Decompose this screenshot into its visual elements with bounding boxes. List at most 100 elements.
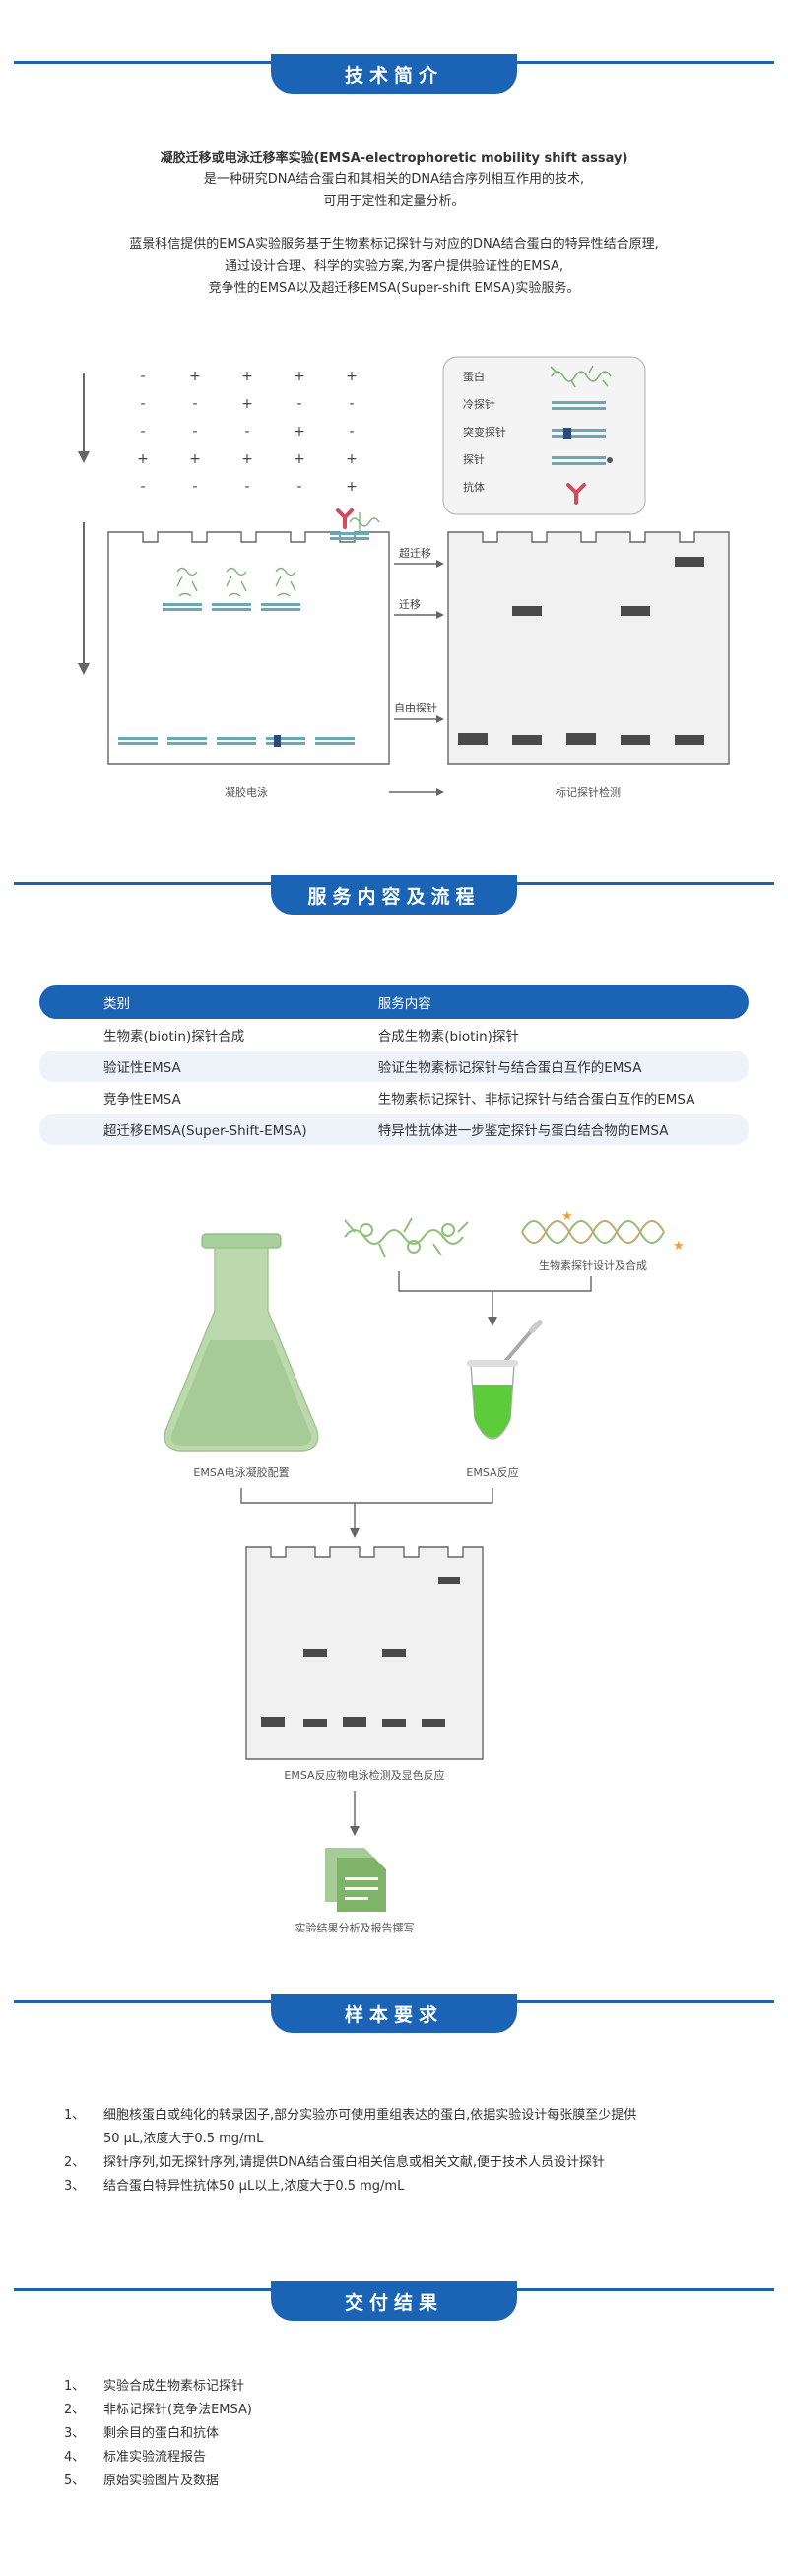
flask-icon [164, 1233, 319, 1452]
down-arrow-icon [350, 1791, 360, 1836]
star-icon: ★ [673, 1239, 685, 1254]
list-number: 1、 [64, 2108, 86, 2123]
grid-symbol: + [294, 451, 305, 467]
grid-symbol: + [346, 479, 358, 495]
probe-label: 生物素探针设计及合成 [539, 1258, 647, 1272]
flow-gel [245, 1546, 484, 1760]
band [512, 606, 542, 616]
intro-line: 通过设计合理、科学的实验方案,为客户提供验证性的EMSA, [224, 259, 564, 274]
flask-label: EMSA电泳凝胶配置 [193, 1465, 289, 1479]
probe-icon [552, 456, 613, 465]
intro-line: 竞争性的EMSA以及超迁移EMSA(Super-shift EMSA)实验服务。 [208, 281, 580, 296]
grid-symbol: - [140, 479, 145, 495]
table-cell: 生物素标记探针、非标记探针与结合蛋白互作的EMSA [377, 1092, 695, 1108]
grid-symbol: - [296, 396, 301, 412]
flow-diagram: ★ ★ 生物素探针设计及合成 EMSA反应 EMSA电泳凝胶配置 [164, 1209, 685, 1934]
list-text: 细胞核蛋白或纯化的转录因子,部分实验亦可使用重组表达的蛋白,依据实验设计每张膜至… [103, 2108, 637, 2123]
list-number: 4、 [64, 2450, 86, 2465]
tube-icon [467, 1360, 518, 1440]
grid-symbol: - [192, 479, 197, 495]
star-icon: ★ [561, 1209, 573, 1224]
intro-line: 可用于定性和定量分析。 [323, 194, 465, 209]
right-arrow-icon [389, 560, 444, 796]
table-cell: 合成生物素(biotin)探针 [377, 1029, 519, 1045]
legend-antibody: 抗体 [463, 480, 485, 494]
list-number: 3、 [64, 2426, 86, 2441]
gel-label: EMSA反应物电泳检测及显色反应 [284, 1768, 444, 1782]
band [675, 735, 704, 745]
table-cell: 超迁移EMSA(Super-Shift-EMSA) [39, 1114, 349, 1145]
gel-bands [458, 557, 704, 745]
list-item: 1、 细胞核蛋白或纯化的转录因子,部分实验亦可使用重组表达的蛋白,依据实验设计每张… [64, 2104, 636, 2128]
pipette-icon [500, 1320, 543, 1367]
band [458, 733, 488, 745]
intro-text-2: 蓝景科信提供的EMSA实验服务基于生物素标记探针与对应的DNA结合蛋白的特异性结… [0, 235, 788, 300]
table-cell: 验证生物素标记探针与结合蛋白互作的EMSA [348, 1051, 749, 1082]
table-row: 验证性EMSA 验证生物素标记探针与结合蛋白互作的EMSA [39, 1051, 749, 1082]
table-cell: 竞争性EMSA [103, 1092, 181, 1108]
legend-protein: 蛋白 [463, 370, 485, 383]
protein-icon [550, 365, 612, 388]
list-text: 50 μL,浓度大于0.5 mg/mL [103, 2132, 264, 2146]
grid-symbol: - [349, 424, 354, 440]
list-text: 结合蛋白特异性抗体50 μL以上,浓度大于0.5 mg/mL [103, 2179, 405, 2194]
legend-box [442, 356, 646, 515]
grid-symbol: - [192, 424, 197, 440]
gel-right [447, 531, 730, 765]
band [422, 1719, 445, 1727]
grid-symbol: - [244, 479, 249, 495]
caption-gel: 凝胶电泳 [225, 785, 268, 799]
list-item: 4、标准实验流程报告 [64, 2446, 252, 2470]
grid-symbol: + [241, 369, 253, 384]
list-text: 剩余目的蛋白和抗体 [103, 2426, 220, 2441]
section-title: 交付结果 [271, 2281, 517, 2321]
grid-symbol: + [241, 451, 253, 467]
flow-connector [240, 1488, 493, 1538]
report-label: 实验结果分析及报告撰写 [296, 1921, 415, 1934]
table-row: 超迁移EMSA(Super-Shift-EMSA) 特异性抗体进一步鉴定探针与蛋… [39, 1114, 749, 1145]
list-number: 2、 [64, 2155, 86, 2170]
table-cell: 特异性抗体进一步鉴定探针与蛋白结合物的EMSA [348, 1114, 749, 1145]
table-header-row: 类别 服务内容 [39, 985, 749, 1019]
report-icon [325, 1848, 386, 1912]
table-cell: 生物素(biotin)探针合成 [103, 1029, 245, 1045]
delivery-list: 1、实验合成生物素标记探针 2、非标记探针(竞争法EMSA) 3、剩余目的蛋白和… [64, 2375, 252, 2493]
band [303, 1719, 327, 1727]
grid-symbol: + [346, 451, 358, 467]
section-header-delivery: 交付结果 [0, 2281, 788, 2331]
intro-line: 蓝景科信提供的EMSA实验服务基于生物素标记探针与对应的DNA结合蛋白的特异性结… [129, 237, 659, 252]
flow-connector [398, 1271, 592, 1326]
column-header: 服务内容 [348, 985, 749, 1019]
cold-probe-icon [552, 401, 606, 410]
section-title: 样本要求 [271, 1994, 517, 2033]
band [566, 733, 596, 745]
grid-symbol: - [349, 396, 354, 412]
antibody-icon [566, 483, 586, 505]
band [621, 735, 650, 745]
list-text: 实验合成生物素标记探针 [103, 2379, 245, 2394]
caption-detect: 标记探针检测 [556, 785, 621, 799]
legend-mutant-probe: 突变探针 [463, 425, 506, 439]
list-item: 1、实验合成生物素标记探针 [64, 2375, 252, 2399]
label-supershift: 超迁移 [399, 546, 431, 560]
label-shift: 迁移 [399, 598, 421, 611]
band [343, 1717, 366, 1727]
mutant-probe-icon [552, 428, 606, 439]
intro-text: 凝胶迁移或电泳迁移率实验(EMSA-electrophoretic mobili… [0, 148, 788, 213]
protein-icon [344, 1217, 469, 1258]
legend-cold-probe: 冷探针 [463, 397, 495, 411]
emsa-diagram: -++++--+-----+-+++++----+ 蛋白 冷探针 突变探针 探针… [78, 356, 730, 799]
gel-left [107, 531, 390, 765]
list-item: 3、 剩余目的蛋白和抗体 [64, 2422, 252, 2446]
list-number: 3、 [64, 2179, 86, 2194]
grid-symbol: + [189, 369, 201, 384]
protein-complex-icon [176, 567, 296, 597]
grid-symbol: + [346, 369, 358, 384]
grid-symbol: - [140, 396, 145, 412]
gel-bands [261, 1577, 460, 1727]
list-text: 探针序列,如无探针序列,请提供DNA结合蛋白相关信息或相关文献,便于技术人员设计… [103, 2155, 606, 2170]
band [512, 735, 542, 745]
band [675, 557, 704, 567]
band [621, 606, 650, 616]
grid-symbol: + [241, 396, 253, 412]
